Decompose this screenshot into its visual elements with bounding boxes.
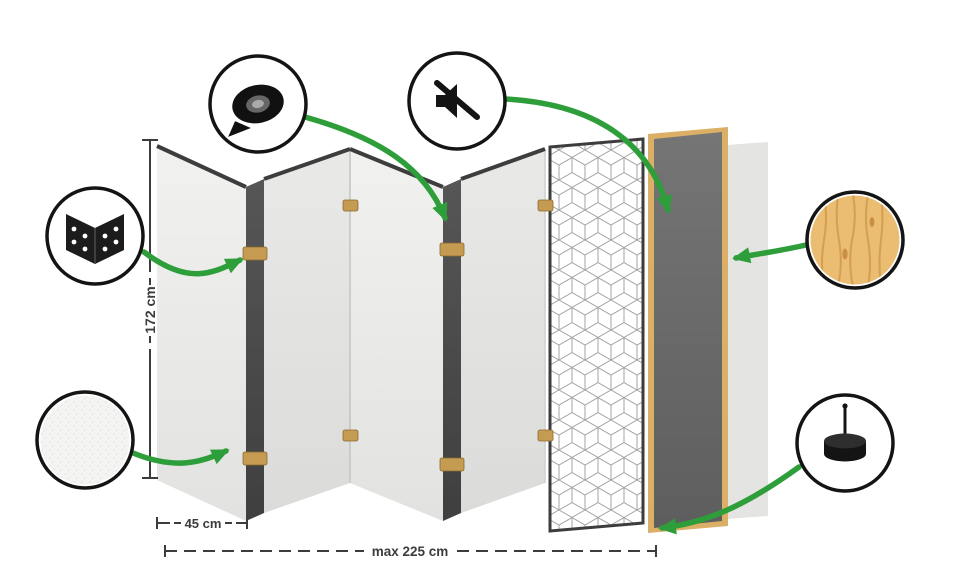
hinge-hole [71, 239, 77, 245]
folding-screen [156, 137, 645, 533]
panel-top-edges [156, 144, 546, 189]
panel-width-dimension: 45 cm [156, 516, 248, 531]
height-dimension: 172 cm [142, 139, 158, 479]
dark-core-panel [654, 132, 722, 528]
panel-2-top-edge [263, 147, 351, 181]
pad-bottom [824, 446, 866, 462]
hinge [439, 242, 465, 257]
hinge [342, 199, 359, 212]
arrow-hinge-to-fold [141, 249, 244, 277]
panel-1-top-edge [156, 144, 247, 189]
callout-hinge [45, 186, 145, 286]
wood-texture-icon [810, 195, 900, 285]
arrow-tape-to-fold [302, 114, 448, 222]
hinge [439, 457, 465, 472]
callout-fabric [35, 390, 135, 490]
hinge-hole [113, 239, 119, 245]
panel-2 [264, 149, 350, 513]
hinges [242, 199, 554, 472]
pad-top [824, 433, 866, 449]
hinge [242, 246, 268, 261]
hinge [537, 199, 554, 212]
panel-4 [461, 149, 545, 513]
wood-grain [835, 195, 842, 285]
hinge-hole [82, 233, 88, 239]
callout-tape [208, 54, 308, 154]
fabric-speckle [40, 395, 130, 485]
hinge [242, 451, 268, 466]
panel-3 [350, 149, 443, 521]
patterned-panel-pattern [550, 139, 643, 531]
arrow-wood-to-frame [732, 242, 809, 264]
callout-wood [805, 190, 905, 290]
hinge-hole [71, 226, 77, 232]
hinge-hole [82, 246, 88, 252]
wood-knot [842, 248, 848, 260]
callout-mute [407, 51, 507, 151]
hinge-icon [66, 214, 124, 264]
callout-felt-pad [795, 393, 895, 493]
panel-4-top-edge [460, 147, 546, 181]
callout-arrows [130, 96, 809, 535]
wood-knot [869, 217, 875, 227]
dimension-annotations: 172 cm 45 cm max 225 cm [142, 139, 657, 559]
panel-width-label: 45 cm [185, 516, 222, 531]
panel-edge-1 [246, 179, 264, 521]
arrow-fabric-to-panel [130, 448, 230, 466]
panel-1 [157, 146, 246, 521]
wood-grain [878, 195, 884, 285]
max-width-label: max 225 cm [372, 544, 449, 559]
hinge [537, 429, 554, 442]
patterned-panel [548, 137, 645, 533]
mute-speaker-icon [434, 80, 480, 120]
hinge-leaf-left [66, 214, 95, 264]
hinge-hole [102, 246, 108, 252]
fabric-texture-icon [40, 395, 130, 485]
arrow-mute-to-core [502, 96, 673, 214]
panel-3-top-edge [349, 147, 444, 189]
exploded-layers [648, 127, 768, 533]
felt-pad-icon [824, 403, 866, 462]
mute-slash [434, 80, 480, 120]
wood-grain [849, 195, 856, 285]
height-dimension-label: 172 cm [142, 286, 158, 333]
max-width-dimension: max 225 cm [164, 544, 657, 559]
tape-hole [252, 99, 264, 109]
hinge-leaf-right [95, 214, 124, 264]
tape-tab [228, 121, 251, 137]
wood-grain [865, 195, 871, 285]
hinge-hole [102, 233, 108, 239]
tape-roll-icon [228, 84, 284, 137]
hinge-hole [113, 226, 119, 232]
arrow-feltpad-to-bottom [658, 464, 802, 535]
panel-edge-2 [443, 179, 461, 521]
hinge [342, 429, 359, 442]
patterned-panel-border [548, 137, 645, 533]
